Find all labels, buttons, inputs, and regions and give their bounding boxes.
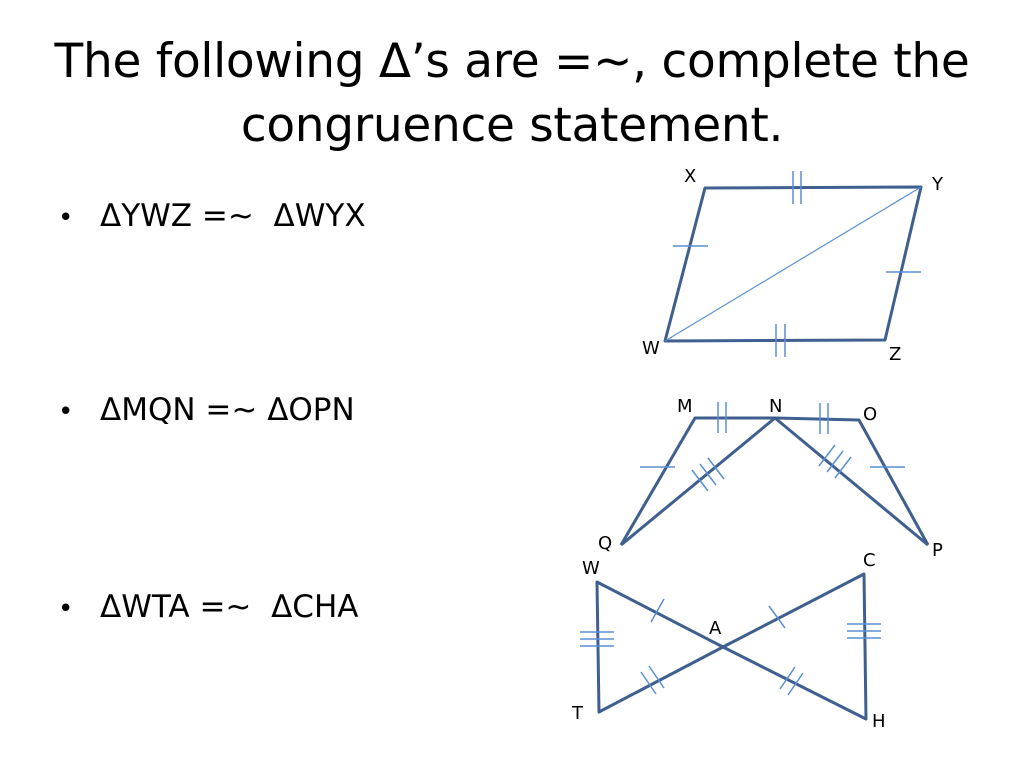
bullet-text-1: ΔYWZ =~ ΔWYX — [100, 198, 366, 234]
vertex-label-w: W — [642, 338, 660, 359]
parallelogram-outline — [663, 185, 923, 343]
segment-qn — [620, 416, 776, 547]
vertex-label-m: M — [677, 396, 693, 417]
vertex-label-y: Y — [931, 174, 944, 195]
vertex-label-t: T — [571, 703, 584, 724]
triangle-wta — [595, 580, 725, 714]
parallelogram-figure: X Y W Z — [642, 166, 944, 365]
vertex-label-a: A — [709, 618, 722, 639]
segment-pn — [774, 416, 929, 547]
bullet-marker: • — [58, 203, 74, 233]
bowtie-figure: W C A T H — [571, 550, 886, 732]
triangle-cha — [721, 572, 868, 721]
m-shape-figure: M N O Q P — [598, 396, 943, 561]
bullet-text-3: ΔWTA =~ ΔCHA — [100, 589, 359, 625]
bullet-item-2: • ΔMQN =~ ΔOPN — [58, 390, 355, 432]
bullet-marker: • — [58, 594, 74, 624]
bowtie-tick-marks — [580, 598, 881, 696]
vertex-label-p: P — [932, 540, 943, 561]
vertex-label-z: Z — [889, 344, 901, 365]
bullet-marker: • — [58, 397, 74, 427]
bullet-item-3: • ΔWTA =~ ΔCHA — [58, 587, 358, 629]
bullet-text-2: ΔMQN =~ ΔOPN — [100, 392, 355, 428]
vertex-label-q: Q — [598, 533, 612, 554]
vertex-label-n: N — [769, 396, 782, 417]
title-line-2: congruence statement. — [240, 98, 784, 153]
parallelogram-diagonal — [664, 186, 922, 342]
vertex-label-w2: W — [582, 558, 600, 579]
vertex-label-x: X — [684, 166, 696, 187]
m-shape-tick-marks — [640, 402, 905, 492]
title-line-1: The following Δ’s are =~, complete the — [54, 34, 970, 89]
parallelogram-tick-marks — [673, 171, 921, 357]
vertex-label-h: H — [872, 711, 886, 732]
slide-title: The following Δ’s are =~, complete the c… — [0, 30, 1024, 158]
bullet-item-1: • ΔYWZ =~ ΔWYX — [58, 196, 366, 238]
vertex-label-c: C — [863, 550, 876, 571]
m-shape-outline — [619, 416, 930, 546]
vertex-label-o: O — [863, 404, 877, 425]
